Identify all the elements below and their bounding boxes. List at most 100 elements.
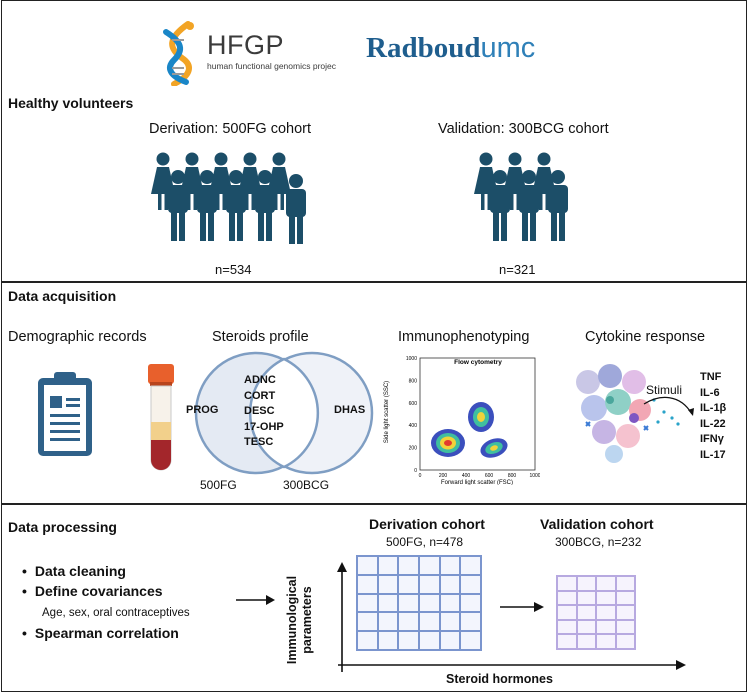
derivation-cohort-label: Derivation: 500FG cohort [149, 121, 311, 137]
matrix-cell [398, 556, 419, 575]
hfgp-logo-name: HFGP [207, 30, 285, 60]
flow-plot-xtick: 600 [485, 473, 494, 479]
matrix-cell [377, 631, 399, 650]
validation-matrix-subtitle: 300BCG, n=232 [555, 535, 642, 549]
matrix-cell [439, 556, 461, 575]
matrix-cell [596, 619, 616, 635]
matrix-cell [460, 593, 481, 613]
venn-right-set-label: 300BCG [283, 478, 330, 492]
matrix-cell [615, 590, 635, 606]
matrix-cell [460, 556, 481, 575]
matrix-cell [357, 574, 378, 594]
steroids-venn-diagram [194, 351, 374, 475]
matrix-cell [596, 634, 616, 649]
matrix-cell [576, 634, 596, 649]
derivation-n-label: n=534 [215, 262, 252, 277]
section-title-data-processing: Data processing [8, 519, 117, 535]
radboud-logo-part1: Radboud [366, 32, 481, 64]
derivation-people-group-icon [151, 152, 306, 244]
flow-plot-ytick: 400 [409, 423, 418, 429]
y-axis-label-text: Immunological parameters [285, 575, 314, 665]
matrix-cell [418, 593, 440, 613]
hfgp-logo-tagline: human functional genomics projec [207, 61, 336, 71]
data-processing-panel [1, 504, 747, 692]
immune-cells-illustration [576, 364, 680, 463]
matrix-cell [357, 556, 378, 575]
matrix-cell [398, 574, 419, 594]
matrix-cell [439, 612, 461, 632]
stimuli-arrow-icon [643, 396, 694, 416]
flow-plot-ytick: 200 [409, 446, 418, 452]
flow-plot-xtick: 200 [439, 473, 448, 479]
matrix-cell [439, 593, 461, 613]
venn-shared-item: TESC [244, 436, 274, 448]
immunophenotyping-title: Immunophenotyping [398, 329, 530, 345]
matrix-cell [576, 576, 596, 591]
validation-correlation-matrix [556, 575, 636, 650]
matrix-cell [576, 605, 596, 620]
flow-plot-title: Flow cytometry [454, 359, 502, 366]
dna-logo-icon [163, 21, 194, 86]
flow-cytometry-plot: Side light scatter (SSC) Flow cytometry … [384, 356, 540, 485]
matrix-cell [460, 574, 481, 594]
matrix-cell [357, 593, 378, 613]
flow-plot-xtick: 800 [508, 473, 517, 479]
processing-step: •Define covariances [22, 583, 163, 599]
flow-population-2 [468, 402, 494, 432]
matrix-cell [377, 593, 399, 613]
venn-right-only-label: DHAS [334, 404, 366, 416]
cytokine-list: TNF IL-6 IL-1β IL-22 IFNγ IL-17 [700, 370, 726, 463]
matrix-cell [615, 605, 635, 620]
matrix-cell [418, 631, 440, 650]
matrix-cell [398, 593, 419, 613]
venn-shared-list: ADNC CORT DESC 17-OHP TESC [244, 373, 284, 451]
matrix-cell [377, 612, 399, 632]
cytokine-item: IL-6 [700, 386, 720, 399]
cytokine-item: IFNγ [700, 433, 724, 445]
venn-left-only-label: PROG [186, 404, 219, 416]
flow-plot-ytick: 0 [414, 468, 417, 474]
venn-shared-item: CORT [244, 389, 276, 402]
venn-shared-item: DESC [244, 405, 275, 417]
x-axis-label: Steroid hormones [446, 672, 553, 686]
venn-left-set-label: 500FG [200, 478, 237, 492]
matrix-cell [377, 556, 399, 575]
matrix-cell [596, 576, 616, 591]
y-axis-arrow [337, 562, 347, 672]
matrix-cell [557, 619, 577, 635]
processing-step: •Spearman correlation [22, 625, 179, 641]
x-axis-arrow [338, 660, 686, 670]
validation-cohort-label: Validation: 300BCG cohort [438, 121, 609, 137]
matrix-cell [615, 576, 635, 591]
matrix-cell [418, 556, 440, 575]
matrix-cell [576, 619, 596, 635]
validation-matrix-title: Validation cohort [540, 516, 654, 532]
cytokine-item: IL-17 [700, 448, 726, 461]
matrix-cell [377, 574, 399, 594]
matrix-cell [576, 590, 596, 606]
matrix-cell [418, 612, 440, 632]
matrix-cell [460, 612, 481, 632]
venn-shared-item: ADNC [244, 374, 276, 386]
covariates-note: Age, sex, oral contraceptives [42, 607, 190, 619]
validation-n-label: n=321 [499, 262, 536, 277]
matrix-cell [439, 574, 461, 594]
cytokine-item: TNF [700, 371, 722, 383]
radboud-logo-part2: umc [480, 32, 536, 64]
flow-population-3 [480, 438, 508, 458]
matrix-cell [398, 631, 419, 650]
matrix-arrow-icon [500, 602, 544, 612]
derivation-matrix-title: Derivation cohort [369, 516, 485, 532]
matrix-cell [398, 612, 419, 632]
flow-plot-xtick: 1000 [529, 473, 540, 479]
matrix-cell [418, 574, 440, 594]
matrix-cell [557, 576, 577, 591]
section-title-healthy-volunteers: Healthy volunteers [8, 95, 134, 111]
matrix-cell [557, 634, 577, 649]
matrix-cell [460, 631, 481, 650]
matrix-cell [596, 605, 616, 620]
derivation-matrix-subtitle: 500FG, n=478 [386, 535, 464, 549]
validation-people-group-icon [474, 152, 568, 241]
flow-plot-xtick: 400 [462, 473, 471, 479]
cytokine-response-title: Cytokine response [585, 329, 706, 345]
